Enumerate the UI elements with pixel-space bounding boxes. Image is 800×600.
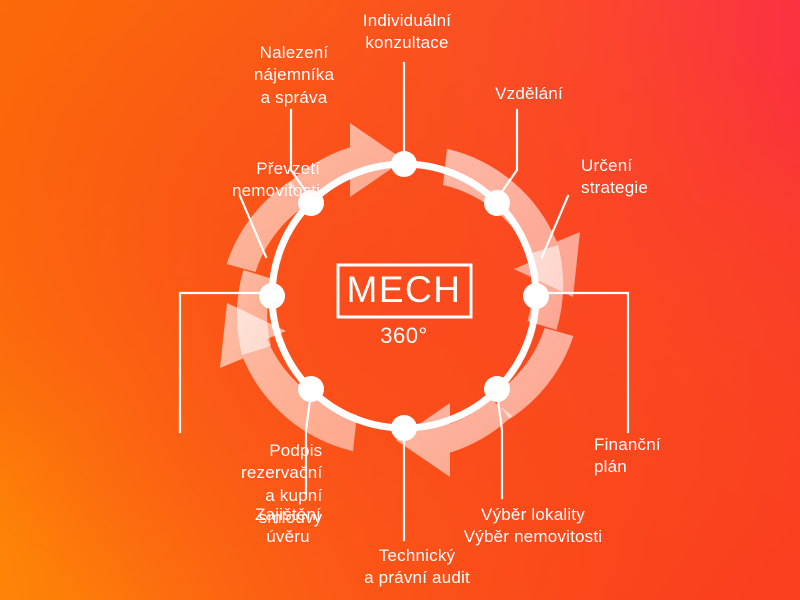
connector-prevzeti bbox=[238, 194, 268, 259]
connector-podpis bbox=[178, 291, 274, 434]
connector-financni bbox=[534, 291, 630, 434]
center-brand-lockup: MECH 360° bbox=[336, 263, 473, 348]
step-label-vyber-lokality: Výběr lokality Výběr nemovitosti bbox=[463, 505, 603, 547]
ring-node-top bbox=[391, 151, 417, 177]
arrow-segment-1-body bbox=[226, 181, 308, 272]
arrow-segment-4-body bbox=[236, 270, 273, 355]
step-label-zajisteni-uveru: Zajištění úvěru bbox=[254, 505, 322, 547]
connector-vzdelani bbox=[495, 108, 519, 201]
arrow-segment-1 bbox=[287, 123, 404, 201]
step-label-nalezeni-najemnika: Nalezení nájemníka a správa bbox=[253, 43, 335, 107]
arrow-segment-3 bbox=[396, 399, 513, 477]
step-label-urceni-strategie: Určení strategie bbox=[581, 156, 649, 198]
step-label-technicky-pravni-audit: Technický a právní audit bbox=[364, 546, 470, 588]
connector-urceni bbox=[540, 194, 570, 259]
ring-node-top-left bbox=[298, 190, 324, 216]
arrow-segment-3-body bbox=[492, 328, 574, 419]
ring-node-bottom-right bbox=[484, 376, 510, 402]
step-label-financni-plan: Finanční plán bbox=[594, 435, 661, 477]
step-label-vzdelani: Vzdělání bbox=[495, 84, 563, 103]
ring-node-top-right bbox=[484, 190, 510, 216]
ring-node-left bbox=[259, 283, 285, 309]
step-label-individualni-konzultace: Individuální konzultace bbox=[362, 11, 452, 53]
connector-zajisteni bbox=[304, 391, 313, 500]
connector-vyber bbox=[495, 391, 504, 500]
step-label-prevzeti-nemovitosti: Převzetí nemovitosti bbox=[232, 159, 321, 201]
ring-node-right bbox=[523, 283, 549, 309]
ring-node-bottom-left bbox=[298, 376, 324, 402]
brand-suffix: 360° bbox=[380, 323, 428, 348]
connector-nalezeni bbox=[289, 108, 313, 201]
step-label-podpis-smlouvy: Podpis rezervační a kupní smlouvy bbox=[241, 441, 323, 528]
ring-nodes bbox=[259, 151, 549, 441]
brand-name: MECH bbox=[347, 269, 462, 310]
ring-node-bottom bbox=[391, 415, 417, 441]
rotating-arrow-band bbox=[220, 123, 580, 477]
brand-frame bbox=[336, 263, 473, 319]
connector-lines bbox=[178, 61, 630, 542]
